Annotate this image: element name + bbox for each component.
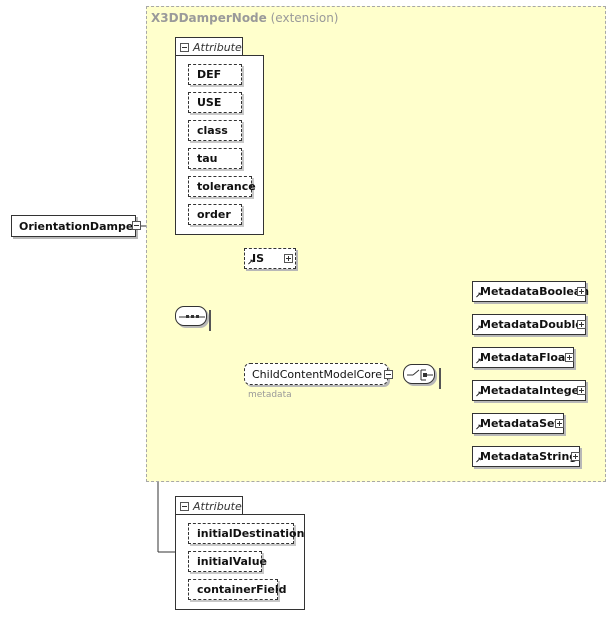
- reference-arrow-icon: ↗: [475, 291, 482, 300]
- choice-compositor[interactable]: [403, 364, 435, 384]
- choice-icon: [407, 369, 433, 381]
- collapse-toggle-icon[interactable]: [384, 370, 393, 379]
- collapse-toggle-icon[interactable]: [439, 368, 441, 389]
- attribute-group-2-title: Attribute: [193, 499, 242, 513]
- reference-arrow-icon: ↗: [475, 390, 482, 399]
- expand-toggle-icon[interactable]: [571, 452, 580, 461]
- metadata-string-element[interactable]: ↗ MetadataString: [472, 446, 580, 467]
- collapse-toggle-icon[interactable]: [180, 42, 189, 52]
- attribute-item[interactable]: containerField: [188, 579, 286, 600]
- metadata-double-element[interactable]: ↗ MetadataDouble: [472, 314, 586, 335]
- root-element-label: OrientationDamper: [19, 219, 139, 233]
- metadata-element-label: MetadataInteger: [480, 384, 585, 397]
- reference-arrow-icon: ↗: [475, 357, 482, 366]
- attribute-item[interactable]: DEF: [188, 64, 242, 85]
- root-element[interactable]: OrientationDamper: [11, 215, 141, 237]
- sequence-icon: [179, 315, 205, 318]
- attribute-item[interactable]: tolerance: [188, 176, 256, 197]
- metadata-set-element[interactable]: ↗ MetadataSet: [472, 413, 564, 434]
- collapse-toggle-icon[interactable]: [209, 310, 211, 331]
- attribute-group-2-tab[interactable]: Attribute: [175, 496, 243, 515]
- attribute-item[interactable]: order: [188, 204, 242, 225]
- expand-toggle-icon[interactable]: [577, 320, 586, 329]
- is-element[interactable]: ↗ IS: [244, 248, 296, 269]
- extension-title: X3DDamperNode (extension): [151, 11, 339, 25]
- attribute-item[interactable]: initialValue: [188, 551, 267, 572]
- reference-arrow-icon: ↗: [475, 324, 482, 333]
- attribute-item[interactable]: USE: [188, 92, 242, 113]
- extension-suffix: (extension): [270, 11, 339, 25]
- metadata-element-label: MetadataFloat: [480, 351, 571, 364]
- attribute-item[interactable]: class: [188, 120, 242, 141]
- metadata-element-label: MetadataBoolean: [480, 285, 590, 298]
- collapse-toggle-icon[interactable]: [180, 501, 189, 511]
- collapse-toggle-icon[interactable]: [132, 221, 141, 230]
- reference-arrow-icon: ↗: [247, 258, 254, 267]
- metadata-integer-element[interactable]: ↗ MetadataInteger: [472, 380, 586, 401]
- child-content-label: ChildContentModelCore: [252, 367, 382, 381]
- metadata-element-label: MetadataSet: [480, 417, 560, 430]
- is-element-label: IS: [252, 252, 265, 265]
- reference-arrow-icon: ↗: [475, 423, 482, 432]
- expand-toggle-icon[interactable]: [565, 353, 574, 362]
- expand-toggle-icon[interactable]: [284, 254, 293, 263]
- metadata-boolean-element[interactable]: ↗ MetadataBoolean: [472, 281, 590, 302]
- extension-name: X3DDamperNode: [151, 11, 267, 25]
- child-content-sublabel: metadata: [248, 390, 292, 400]
- child-content-group[interactable]: ChildContentModelCore: [244, 363, 393, 385]
- attribute-group-1-title: Attribute: [193, 40, 242, 54]
- metadata-float-element[interactable]: ↗ MetadataFloat: [472, 347, 574, 368]
- attribute-item[interactable]: initialDestination: [188, 523, 304, 544]
- attribute-item[interactable]: tau: [188, 148, 242, 169]
- reference-arrow-icon: ↗: [475, 456, 482, 465]
- metadata-element-label: MetadataDouble: [480, 318, 583, 331]
- sequence-compositor[interactable]: [175, 306, 207, 326]
- expand-toggle-icon[interactable]: [577, 287, 586, 296]
- expand-toggle-icon[interactable]: [555, 419, 564, 428]
- expand-toggle-icon[interactable]: [577, 386, 586, 395]
- metadata-element-label: MetadataString: [480, 450, 578, 463]
- attribute-group-1-tab[interactable]: Attribute: [175, 37, 243, 56]
